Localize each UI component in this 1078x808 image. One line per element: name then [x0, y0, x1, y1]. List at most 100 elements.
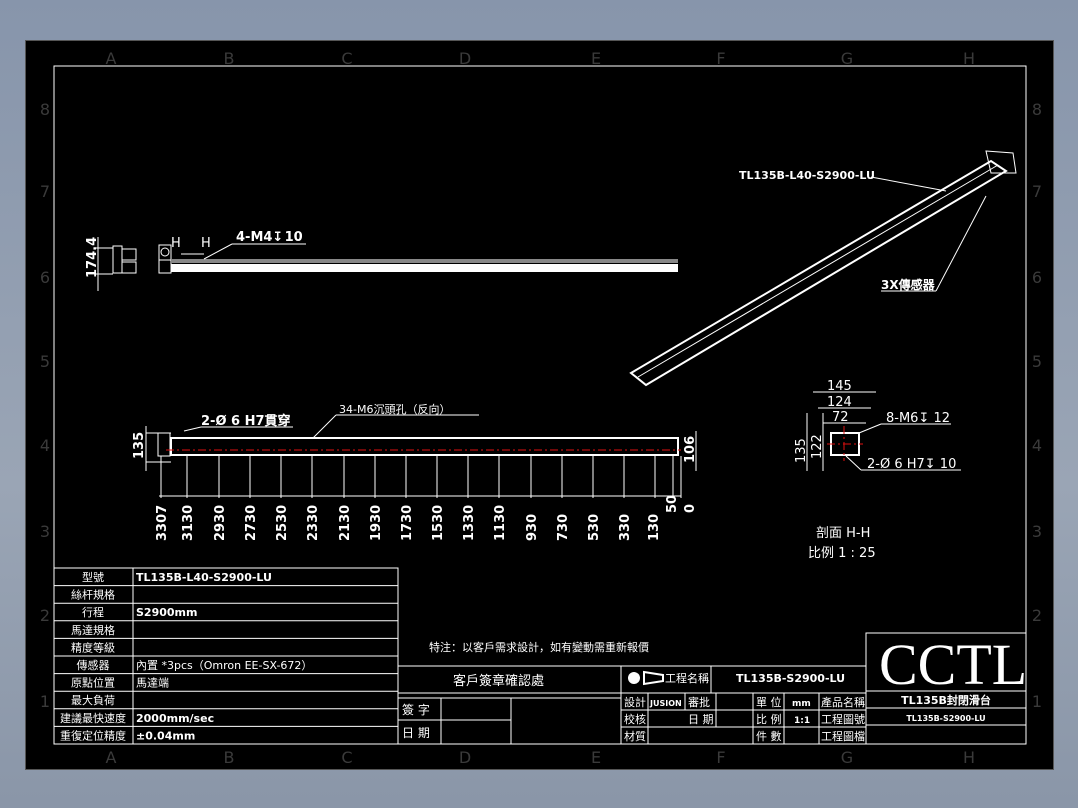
section-view: 145 124 72 135 122 8-M6↧ 12 2-Ø 6 H7↧ 10…: [794, 379, 961, 561]
drawing-no-value: TL135B-S2900-LU: [906, 714, 985, 723]
grid-row-label: 5: [1032, 352, 1042, 371]
grid-column-label: B: [224, 748, 235, 767]
grid-column-label: D: [459, 748, 471, 767]
approval-block: 客戶簽章確認處 簽 字 日 期: [397, 665, 622, 745]
model-label: TL135B-L40-S2900-LU: [739, 169, 875, 182]
grid-column-label: G: [841, 49, 853, 68]
date-label: 日 期: [402, 726, 430, 740]
grid-row-label: 1: [1032, 692, 1042, 711]
position-dim: 2130: [338, 505, 353, 541]
position-dim: 2730: [244, 505, 259, 541]
spec-value: 內置 *3pcs（Omron EE-SX-672）: [136, 659, 312, 672]
grid-column-label: F: [716, 49, 725, 68]
spec-value: 2000mm/sec: [136, 712, 214, 725]
drawing-file-label: 工程圖檔: [821, 729, 865, 743]
spec-label: 原點位置: [71, 676, 115, 690]
height-dim-right: 106: [683, 436, 698, 463]
position-dim: 2930: [213, 505, 228, 541]
check-label: 校核: [624, 712, 646, 726]
spec-label: 重復定位精度: [60, 728, 126, 742]
grid-row-label: 3: [40, 522, 50, 541]
grid-column-label: E: [591, 748, 601, 767]
grid-row-label: 6: [1032, 268, 1042, 287]
spec-value: ±0.04mm: [136, 729, 195, 742]
cctl-logo: CCTL: [879, 632, 1027, 697]
width-dim: 72: [832, 410, 849, 425]
isometric-view: TL135B-L40-S2900-LU 3X傳感器: [629, 150, 1017, 387]
grid-row-label: 4: [40, 436, 50, 455]
position-dim: 730: [556, 514, 571, 541]
position-dim: 1530: [431, 505, 446, 541]
grid-column-label: A: [106, 49, 117, 68]
pin-callout: 2-Ø 6 H7貫穿: [201, 413, 291, 429]
grid-column-label: H: [963, 49, 975, 68]
grid-row-label: 5: [40, 352, 50, 371]
position-dim: 0: [683, 504, 698, 513]
approve-label: 審批: [688, 695, 710, 709]
scale-value: 1:1: [794, 716, 810, 726]
position-dim: 1930: [369, 505, 384, 541]
product-name-label: 產品名稱: [821, 695, 865, 709]
design-value: JUSION: [649, 699, 682, 708]
position-dim: 1130: [493, 505, 508, 541]
grid-row-label: 2: [40, 606, 50, 625]
top-view: 174.4 H H 4-M4↧ 10: [85, 230, 678, 291]
approval-title: 客戶簽章確認處: [453, 673, 544, 689]
unit-value: mm: [792, 699, 811, 709]
position-dim: 930: [525, 514, 540, 541]
spec-label: 型號: [82, 570, 104, 584]
grid-row-label: 2: [1032, 606, 1042, 625]
grid-row-label: 8: [1032, 100, 1042, 119]
drawing-no-label: 工程圖號: [821, 713, 865, 726]
counterbore-callout: 34-M6沉頭孔（反向）: [339, 402, 450, 416]
grid-column-label: B: [224, 49, 235, 68]
scale-label: 比 例: [756, 712, 782, 726]
grid-columns: A A B B C C D D E E F F G G H H: [106, 49, 975, 767]
grid-column-label: H: [963, 748, 975, 767]
note: 特注：以客戶需求設計，如有變動需重新報價: [429, 640, 649, 654]
grid-column-label: E: [591, 49, 601, 68]
position-dim: 3130: [181, 505, 196, 541]
grid-column-label: C: [341, 49, 352, 68]
grid-row-label: 8: [40, 100, 50, 119]
sign-label: 簽 字: [402, 702, 430, 717]
date-label: 日 期: [688, 713, 714, 726]
spec-value: S2900mm: [136, 606, 197, 619]
projection-symbol-icon: [628, 672, 640, 684]
spec-value: 馬達端: [136, 677, 169, 690]
spec-label: 傳感器: [77, 659, 110, 672]
grid-column-label: G: [841, 748, 853, 767]
spec-label: 絲杆規格: [71, 588, 115, 602]
grid-column-label: F: [716, 748, 725, 767]
spec-label: 行程: [82, 606, 104, 619]
height-dim: 174.4: [85, 237, 100, 278]
spec-label: 馬達規格: [71, 623, 115, 637]
height-dim-left: 135: [132, 432, 147, 459]
grid-column-label: D: [459, 49, 471, 68]
section-marker-left: H: [171, 236, 181, 251]
title-block: 工程名稱 TL135B-S2900-LU 設計 JUSION 審批 校核 日 期…: [620, 632, 1027, 745]
grid-row-label: 7: [1032, 182, 1042, 201]
spec-label: 建議最快速度: [60, 711, 126, 725]
sensor-label: 3X傳感器: [881, 277, 936, 292]
hole-callout: 4-M4↧ 10: [236, 230, 303, 245]
unit-label: 單 位: [756, 695, 782, 709]
section-marker-right: H: [201, 236, 211, 251]
position-dim: 1730: [400, 505, 415, 541]
design-label: 設計: [624, 695, 646, 709]
grid-column-label: A: [106, 748, 117, 767]
product-name-value: TL135B封閉滑台: [901, 693, 991, 707]
spec-label: 精度等級: [71, 640, 115, 654]
width-dim: 124: [827, 395, 852, 410]
position-dim: 530: [587, 514, 602, 541]
spec-value: TL135B-L40-S2900-LU: [136, 571, 272, 584]
grid-column-label: C: [341, 748, 352, 767]
position-dim: 50: [665, 495, 680, 513]
position-dim: 330: [618, 514, 633, 541]
pin-callout: 2-Ø 6 H7↧ 10: [867, 457, 956, 472]
